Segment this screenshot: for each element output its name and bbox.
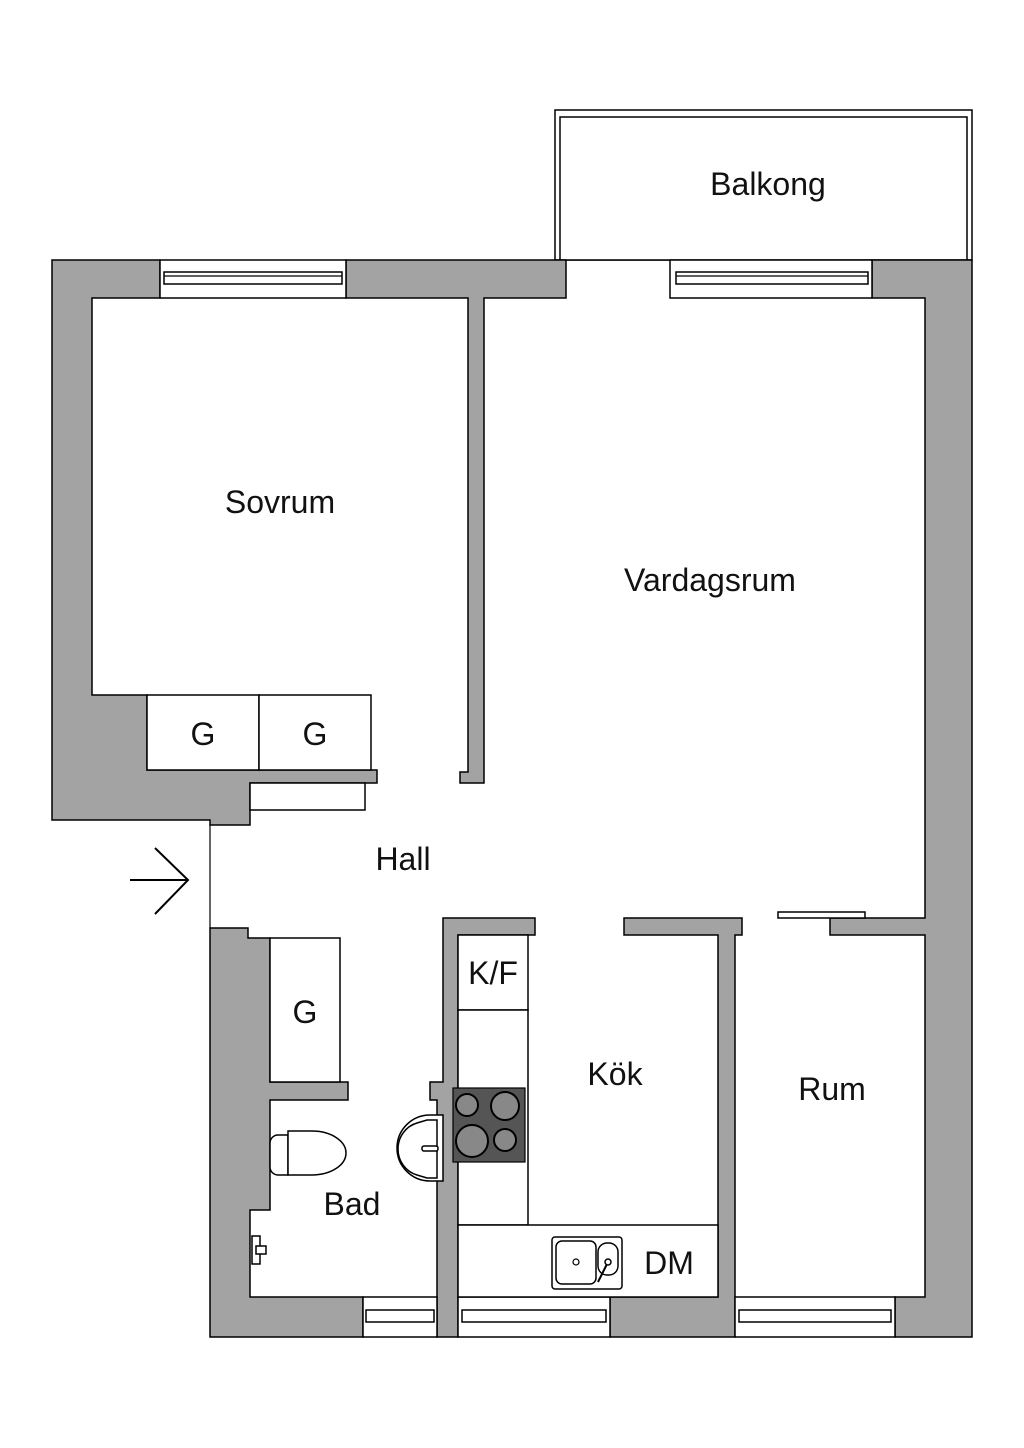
room-label-hall: Hall [375,841,430,877]
wardrobe-label: G [293,994,318,1030]
balcony [554,109,973,261]
wall-right [829,259,973,1338]
stove-icon [452,1087,526,1163]
room-label-bathroom: Bad [324,1186,381,1222]
wardrobe-label: G [303,716,328,752]
toilet-icon [269,1130,347,1176]
room-label-bedroom: Sovrum [225,484,335,520]
room-label-room: Rum [798,1071,866,1107]
room-label-balcony: Balkong [710,166,826,202]
fridge-freezer-label: K/F [468,955,518,991]
wardrobe [269,937,341,1083]
window [457,1296,611,1338]
window [159,259,347,299]
room-label-living-room: Vardagsrum [624,562,796,598]
sliding-door [777,911,866,919]
entrance-arrow-icon [130,847,190,915]
wardrobe-label: G [191,716,216,752]
fridge-freezer [457,934,529,1011]
wall-top-middle [345,259,567,784]
wardrobe [146,694,260,771]
room-label-kitchen: Kök [587,1056,643,1092]
shower-icon [251,1235,267,1265]
wardrobe [258,694,372,771]
window [362,1296,438,1338]
shelf [249,782,366,811]
bathroom-sink-icon [396,1114,444,1182]
kitchen-sink-icon [551,1236,623,1290]
wall-left-wing [51,259,378,826]
window [734,1296,896,1338]
window [669,259,873,299]
dishwasher-label: DM [644,1245,694,1281]
